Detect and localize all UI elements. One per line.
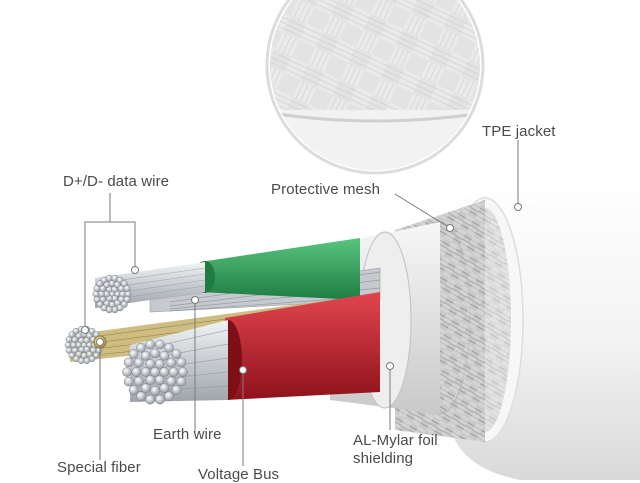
label-al-mylar: AL-Mylar foil shielding <box>353 432 438 467</box>
label-data-wire: D+/D- data wire <box>63 173 170 190</box>
wire-strand <box>178 367 188 377</box>
fiber-strand <box>83 357 91 365</box>
label-voltage-bus: Voltage Bus <box>198 466 280 483</box>
wire-strand <box>166 376 177 387</box>
wire-strand <box>171 385 182 395</box>
wire-strand <box>140 350 151 361</box>
label-tpe-jacket: TPE jacket <box>482 123 556 140</box>
wire-strand <box>123 357 134 368</box>
wire-strand <box>150 367 160 377</box>
wire-strand <box>168 367 179 377</box>
wire-strand <box>123 285 131 292</box>
label-special-fiber: Special fiber <box>57 459 141 476</box>
fiber-strand <box>68 331 75 338</box>
wire-strand <box>155 339 165 350</box>
wire-strand <box>123 376 134 387</box>
label-protective-mesh: Protective mesh <box>271 181 381 198</box>
wire-strand <box>176 376 187 387</box>
wire-strand <box>145 394 155 405</box>
wire-strand <box>133 357 144 368</box>
wire-strand <box>136 342 146 353</box>
leader-data-wire <box>84 193 136 330</box>
wire-strand <box>140 367 151 377</box>
fiber-strand <box>68 352 75 359</box>
red-voltage-bus-wire <box>129 292 380 402</box>
wire-strand <box>171 349 182 359</box>
wire-strand <box>133 376 144 387</box>
wire-strand <box>131 367 142 377</box>
wire-strand <box>145 359 156 369</box>
wire-strand <box>145 339 155 350</box>
wire-strand <box>136 391 146 402</box>
wire-strand <box>140 383 151 394</box>
wire-strand <box>128 385 139 395</box>
mesh-zoom-circle <box>265 0 485 175</box>
fiber-strand <box>65 347 73 354</box>
fiber-strand <box>93 352 100 359</box>
wire-strand <box>128 349 139 359</box>
fiber-strand <box>64 341 72 349</box>
fiber-strand <box>72 355 80 363</box>
wire-strand <box>159 383 170 394</box>
voltage-bus-strands <box>122 339 188 405</box>
label-earth-wire: Earth wire <box>153 426 222 443</box>
wire-strand <box>176 357 187 368</box>
fiber-strand <box>65 336 73 343</box>
wire-strand <box>154 359 165 369</box>
leader-dots <box>81 203 522 374</box>
wire-strand <box>150 385 160 396</box>
wire-strand <box>159 367 170 377</box>
wire-strand <box>155 394 165 405</box>
green-wire-strands <box>92 274 132 314</box>
wire-strand <box>150 348 160 359</box>
wire-strand <box>164 391 174 402</box>
wire-strand <box>159 350 170 361</box>
wire-strand <box>145 375 156 385</box>
wire-strand <box>122 367 132 377</box>
wire-strand <box>154 375 165 385</box>
leader-protective-mesh <box>394 193 451 229</box>
wire-strand <box>166 357 177 368</box>
fiber-strand <box>88 327 96 335</box>
wire-strand <box>164 342 174 353</box>
leader-lines <box>84 140 519 466</box>
